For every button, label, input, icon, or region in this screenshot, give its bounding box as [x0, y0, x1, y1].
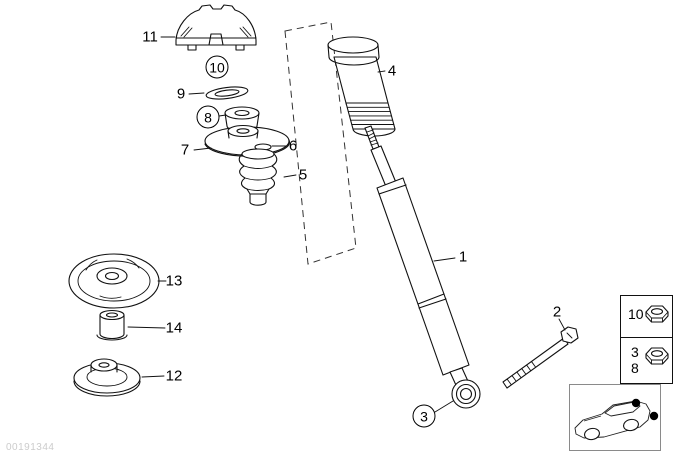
assembly-dashed-outline [284, 21, 357, 265]
part-12-lower-spring-pad-drawing [73, 358, 141, 397]
part-5-bump-stop-drawing [238, 148, 278, 206]
callout-12[interactable]: 12 [165, 367, 183, 385]
callout-14[interactable]: 14 [165, 319, 183, 337]
callout-2[interactable]: 2 [552, 303, 562, 321]
callout-1[interactable]: 1 [458, 248, 468, 266]
callout-13[interactable]: 13 [165, 272, 183, 290]
part-11-support-mount-drawing [175, 4, 257, 51]
location-dot [649, 411, 659, 421]
callout-8[interactable]: 8 [196, 105, 220, 129]
callout-4[interactable]: 4 [387, 62, 397, 80]
leader-lines [127, 36, 566, 413]
part-2-bolt-drawing [502, 326, 579, 389]
callout-6[interactable]: 6 [288, 137, 298, 155]
callout-5[interactable]: 5 [298, 166, 308, 184]
part-4-dust-boot-drawing [327, 36, 396, 137]
legend-label-10: 10 [628, 306, 644, 322]
callout-11[interactable]: 11 [142, 28, 158, 46]
part-8-support-bearing-drawing [224, 106, 260, 132]
hex-nut-icon [645, 347, 669, 365]
diagram-id-code: 00191344 [6, 442, 55, 453]
part-1-shock-absorber-drawing [364, 125, 481, 409]
location-dot [631, 398, 641, 408]
callout-10[interactable]: 10 [205, 55, 229, 79]
part-14-spacer-bushing-drawing [96, 309, 128, 341]
car-location-icon [574, 400, 651, 441]
car-location-thumbnail [569, 384, 661, 451]
callout-9[interactable]: 9 [176, 85, 186, 103]
legend-label-3: 3 [631, 344, 639, 360]
legend-hardware-panel [620, 295, 673, 384]
hex-nut-icon [645, 305, 669, 323]
legend-label-8: 8 [631, 360, 639, 376]
part-13-upper-spring-pad-drawing [68, 253, 160, 309]
part-9-gasket-ring-drawing [205, 86, 249, 100]
callout-7[interactable]: 7 [180, 141, 190, 159]
callout-3[interactable]: 3 [412, 404, 436, 428]
